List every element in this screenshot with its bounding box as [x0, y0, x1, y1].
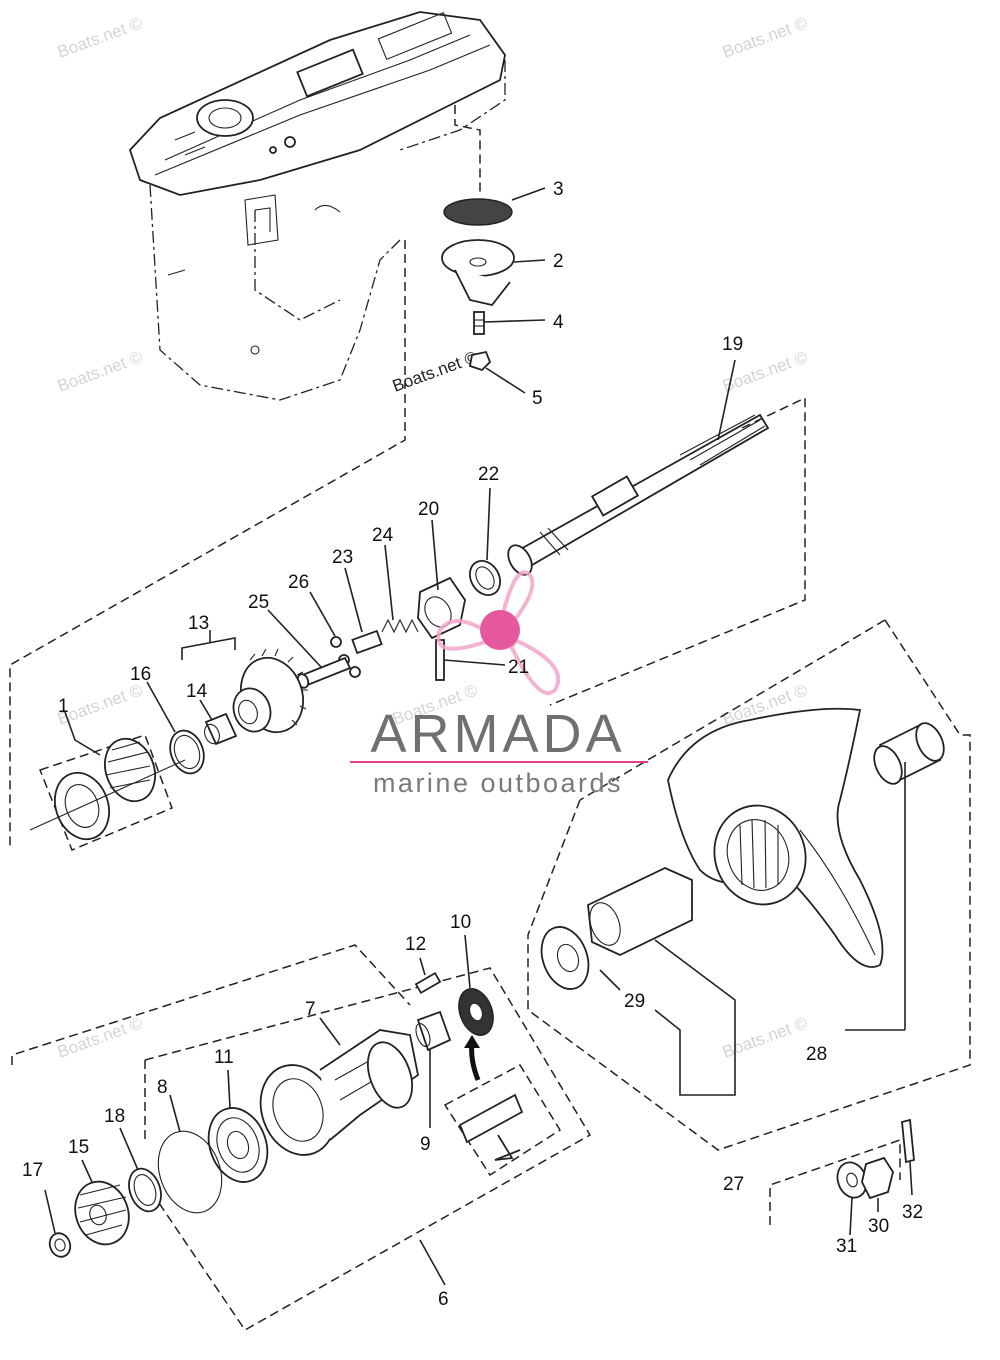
part-29-bushing [540, 867, 736, 1096]
callout-5: 5 [532, 388, 543, 409]
logo-blade-icon [497, 570, 535, 631]
callout-labels: 3 2 4 5 19 22 20 24 23 26 25 21 13 16 14… [22, 179, 923, 1310]
part-27-hardware-group [769, 1138, 901, 1225]
part-8-o-ring [157, 1094, 223, 1214]
bearing-puller-tool [443, 1035, 562, 1177]
part-3-seal-disc [443, 187, 546, 226]
callout-20: 20 [418, 499, 439, 520]
part-15-reverse-gear [74, 1159, 130, 1246]
callout-7: 7 [305, 999, 316, 1020]
brand-tagline: marine outboards [373, 768, 623, 798]
part-10-oil-seal [458, 934, 494, 1036]
logo-hub-icon [480, 610, 520, 650]
callout-27: 27 [723, 1174, 744, 1195]
brand-name: ARMADA [370, 704, 625, 764]
logo-blade-icon [509, 637, 561, 696]
callout-12: 12 [405, 934, 426, 955]
callout-29: 29 [624, 991, 645, 1012]
callout-31: 31 [836, 1236, 857, 1257]
part-25-shift-rod [267, 609, 352, 689]
callout-1: 1 [58, 696, 69, 717]
callout-32: 32 [902, 1202, 923, 1223]
callout-23: 23 [332, 547, 353, 568]
callout-24: 24 [372, 525, 394, 546]
callout-8: 8 [157, 1077, 168, 1098]
watermark: Boats.net © [720, 1013, 811, 1061]
part-32-cotter-pin [901, 1118, 915, 1196]
logo-blade-icon [436, 619, 493, 651]
part-28-propeller [527, 619, 971, 1151]
watermark: Boats.net © [720, 13, 811, 61]
callout-22: 22 [478, 464, 499, 485]
callout-26: 26 [288, 572, 309, 593]
callout-6: 6 [438, 1289, 449, 1310]
callout-10: 10 [450, 912, 471, 933]
part-13-forward-gear [181, 630, 308, 734]
callout-30: 30 [868, 1216, 889, 1237]
watermark: Boats.net © [55, 1013, 146, 1061]
part-18-shim [119, 1127, 162, 1213]
part-14-needle-bearing [199, 699, 238, 746]
part-4-bolt [473, 311, 546, 335]
callout-14: 14 [186, 681, 208, 702]
callout-18: 18 [104, 1106, 125, 1127]
part-5-nut [468, 350, 526, 394]
brand-wordmark: ARMADA marine outboards [350, 704, 648, 798]
callout-19: 19 [722, 334, 743, 355]
part-24-spring [381, 544, 419, 634]
part-17-washer [44, 1189, 72, 1258]
callout-3: 3 [553, 179, 564, 200]
part-spline-washer [845, 722, 945, 1031]
part-19-propeller-shaft [507, 359, 806, 706]
callout-13: 13 [188, 613, 209, 634]
part-7-bearing-housing [259, 1017, 419, 1156]
part-11-ball-bearing [207, 1069, 269, 1183]
watermark: Boats.net © [55, 347, 146, 395]
watermark: Boats.net © [55, 13, 146, 61]
brand-propeller-logo [436, 570, 561, 696]
callout-28: 28 [806, 1044, 827, 1065]
part-9-needle-bearing [415, 1010, 452, 1128]
part-6-carrier-group [11, 944, 592, 1331]
callout-11: 11 [214, 1047, 234, 1068]
callout-15: 15 [68, 1137, 89, 1158]
callout-25: 25 [248, 592, 269, 613]
part-23-plunger [344, 567, 383, 655]
callout-17: 17 [22, 1160, 43, 1181]
watermark-inline: Boats.net © [390, 347, 481, 395]
part-1-bearing-assembly [29, 711, 186, 851]
callout-4: 4 [553, 312, 564, 333]
callout-21: 21 [508, 657, 529, 678]
part-22-sleeve [469, 487, 501, 596]
gear-case-housing [9, 11, 506, 850]
callout-9: 9 [420, 1134, 431, 1155]
callout-2: 2 [553, 251, 564, 272]
part-30-nut [861, 1156, 894, 1212]
part-12-bolt [414, 957, 442, 995]
part-2-cover [441, 239, 546, 307]
callout-16: 16 [130, 664, 151, 685]
